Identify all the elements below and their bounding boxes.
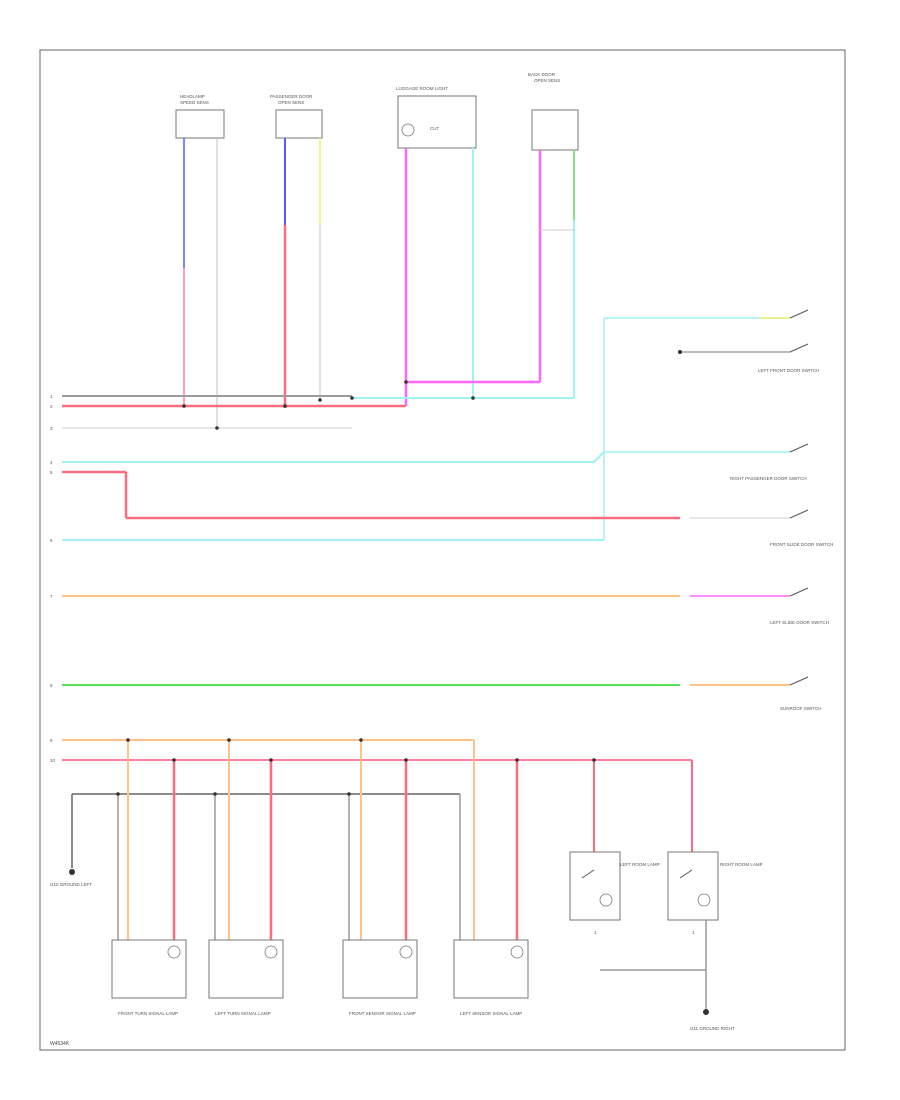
svg-text:9: 9 (50, 738, 53, 743)
connector-labels: 1 2 3 4 5 6 7 8 9 10 (50, 394, 56, 763)
bottom-lamp-2: LEFT TURN SIGNAL LAMP (208, 939, 284, 1016)
right-passenger-door-switch: RIGHT PASSENGER DOOR SWITCH (730, 443, 809, 481)
svg-text:LEFT SLIDE DOOR SWITCH: LEFT SLIDE DOOR SWITCH (770, 620, 829, 625)
bottom-lamp-1: FRONT TURN SIGNAL LAMP (111, 939, 187, 1016)
svg-text:10: 10 (50, 758, 56, 763)
left-room-lamp: LEFT ROOM LAMP 1 (569, 851, 660, 935)
middle-wires (62, 317, 790, 686)
svg-text:LEFT SENSOR SIGNAL LAMP: LEFT SENSOR SIGNAL LAMP (460, 1011, 522, 1016)
left-slide-door-switch: LEFT SLIDE DOOR SWITCH (770, 587, 829, 625)
bottom-lamp-3: FRONT SENSOR SIGNAL LAMP (342, 939, 418, 1016)
svg-text:4: 4 (50, 460, 53, 465)
front-slide-door-switch: FRONT SLIDE DOOR SWITCH (770, 509, 833, 547)
svg-text:LEFT ROOM LAMP: LEFT ROOM LAMP (620, 862, 660, 867)
back-door-sensor: BACK DOOR OPEN SENS (528, 72, 579, 151)
svg-text:PASSENGER DOOR: PASSENGER DOOR (270, 94, 313, 99)
svg-text:2: 2 (50, 404, 53, 409)
svg-text:BACK DOOR: BACK DOOR (528, 72, 556, 77)
svg-text:LEFT FRONT DOOR SWITCH: LEFT FRONT DOOR SWITCH (758, 368, 819, 373)
headlamp-sensor: HEADLAMP SPEED SENS (175, 94, 225, 139)
svg-text:LUGGAGE ROOM LIGHT: LUGGAGE ROOM LIGHT (396, 86, 448, 91)
svg-text:SPEED SENS: SPEED SENS (180, 100, 209, 105)
svg-text:RIGHT PASSENGER DOOR SWITCH: RIGHT PASSENGER DOOR SWITCH (730, 476, 807, 481)
svg-text:SUNROOF SWITCH: SUNROOF SWITCH (780, 706, 822, 711)
svg-text:G11 GROUND RIGHT: G11 GROUND RIGHT (690, 1026, 735, 1031)
svg-text:FRONT SENSOR SIGNAL LAMP: FRONT SENSOR SIGNAL LAMP (349, 1011, 416, 1016)
diagram-frame (39, 49, 846, 1051)
sunroof-switch: SUNROOF SWITCH (780, 676, 822, 711)
svg-text:5: 5 (50, 470, 53, 475)
room-lamp-ground: G11 GROUND RIGHT (600, 920, 735, 1031)
bottom-bus (62, 738, 693, 940)
left-front-door-switch: LEFT FRONT DOOR SWITCH (758, 309, 819, 373)
svg-text:LEFT TURN SIGNAL LAMP: LEFT TURN SIGNAL LAMP (215, 1011, 271, 1016)
svg-text:8: 8 (50, 683, 53, 688)
footer-code: W4534K (50, 1041, 70, 1047)
svg-text:1: 1 (594, 930, 597, 935)
svg-text:1: 1 (50, 394, 53, 399)
svg-text:RIGHT ROOM LAMP: RIGHT ROOM LAMP (720, 862, 763, 867)
right-room-lamp: RIGHT ROOM LAMP 1 (667, 851, 763, 935)
passenger-door-sensor: PASSENGER DOOR OPEN SENS (270, 94, 323, 139)
svg-text:FRONT SLIDE DOOR SWITCH: FRONT SLIDE DOOR SWITCH (770, 542, 833, 547)
bottom-lamp-4: LEFT SENSOR SIGNAL LAMP (453, 939, 529, 1016)
svg-text:3: 3 (50, 426, 53, 431)
svg-text:OPEN SENS: OPEN SENS (534, 78, 560, 83)
svg-text:FRONT TURN SIGNAL LAMP: FRONT TURN SIGNAL LAMP (118, 1011, 178, 1016)
svg-text:G10 GROUND LEFT: G10 GROUND LEFT (50, 882, 92, 887)
svg-text:7: 7 (50, 594, 53, 599)
horizontal-bus-top (62, 380, 574, 430)
svg-text:OPEN SENS: OPEN SENS (278, 100, 304, 105)
top-vertical-wires (183, 138, 575, 428)
left-ground: G10 GROUND LEFT (50, 869, 92, 887)
luggage-room-light: LUGGAGE ROOM LIGHT CUT (396, 86, 477, 149)
svg-text:CUT: CUT (430, 126, 439, 131)
svg-text:HEADLAMP: HEADLAMP (180, 94, 205, 99)
svg-text:6: 6 (50, 538, 53, 543)
svg-text:1: 1 (692, 930, 695, 935)
